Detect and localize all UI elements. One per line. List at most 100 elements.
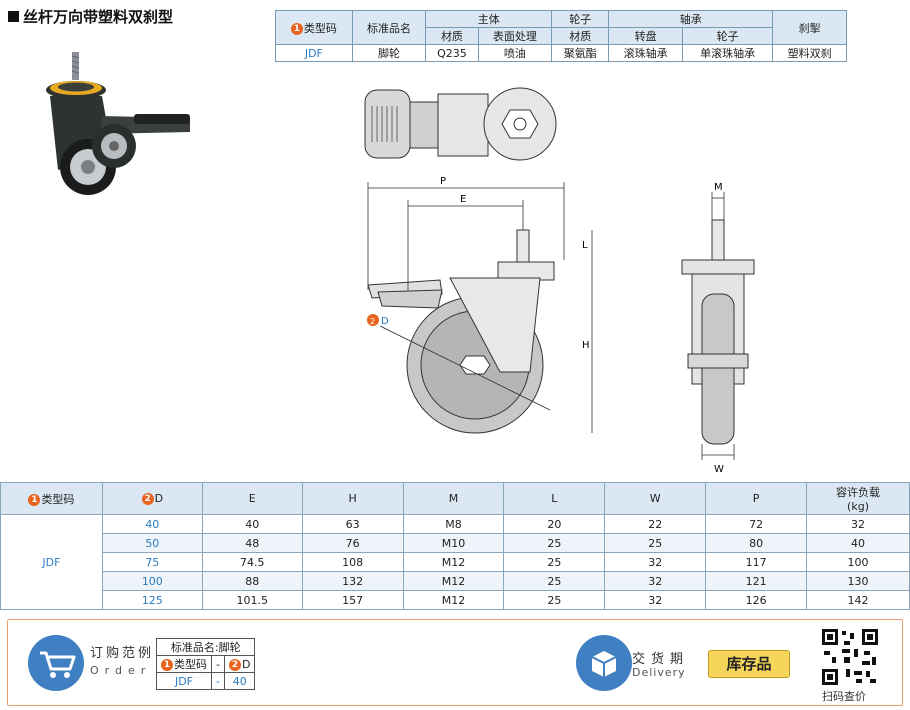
- order-label: 订购范例: [90, 646, 155, 661]
- dims-cell: 25: [503, 590, 606, 610]
- dims-cell: M12: [402, 590, 505, 610]
- dims-cell: 76: [301, 533, 404, 553]
- dims-cell: 63: [301, 514, 404, 534]
- dims-header-e: E: [201, 482, 303, 515]
- dims-cell: 100: [806, 552, 910, 572]
- spec-sub-swivel: 转盘: [608, 27, 684, 45]
- dims-cell-d[interactable]: 75: [101, 552, 203, 572]
- dims-cell: 22: [604, 514, 707, 534]
- page-title-text: 丝杆万向带塑料双刹型: [23, 8, 174, 26]
- delivery-sub: Delivery: [632, 666, 686, 679]
- dims-cell-d[interactable]: 40: [101, 514, 203, 534]
- qr-label: 扫码查价: [822, 690, 866, 703]
- delivery-label: 交货期: [632, 652, 690, 667]
- dims-header-h: H: [301, 482, 404, 515]
- spec-row: JDF 脚轮 Q235 喷油 聚氨酯 滚珠轴承 单滚珠轴承 塑料双刹: [275, 44, 847, 62]
- spec-cell-wheel-material: 聚氨酯: [551, 44, 610, 62]
- spec-sub-wheel-bearing: 轮子: [682, 27, 774, 45]
- dims-cell-d[interactable]: 50: [101, 533, 203, 553]
- label-d-badge: 2: [370, 317, 375, 326]
- dims-cell: M8: [402, 514, 505, 534]
- label-m: M: [714, 182, 723, 193]
- label-l: L: [582, 240, 588, 251]
- spec-sub-surface: 表面处理: [477, 27, 553, 45]
- badge-2-icon: 2: [228, 658, 241, 671]
- label-d: D: [381, 316, 389, 327]
- badge-1-icon: 1: [28, 493, 41, 506]
- order-name-cell: 标准品名:脚轮: [155, 638, 256, 656]
- dims-cell: 101.5: [201, 590, 303, 610]
- dims-cell: 80: [705, 533, 808, 553]
- dims-cell: 108: [301, 552, 404, 572]
- spec-cell-type[interactable]: JDF: [275, 44, 353, 62]
- dims-header-w: W: [604, 482, 707, 515]
- dims-cell: M12: [402, 571, 505, 591]
- dims-cell: 32: [604, 571, 707, 591]
- dims-cell: 117: [705, 552, 808, 572]
- dims-cell-type[interactable]: JDF: [0, 514, 103, 610]
- watermark-logo: [263, 215, 337, 289]
- dims-cell: 32: [806, 514, 910, 534]
- badge-1-icon: 1: [290, 22, 303, 35]
- spec-header-name: 标准品名: [351, 10, 427, 45]
- dims-cell: 20: [503, 514, 606, 534]
- dims-cell: 48: [201, 533, 303, 553]
- top-view: [364, 87, 557, 161]
- dims-cell: M12: [402, 552, 505, 572]
- spec-header-body: 主体: [425, 10, 553, 28]
- spec-header-brake: 刹掣: [772, 10, 847, 45]
- order-sub: Order: [90, 664, 152, 677]
- spec-sub-wheel-material: 材质: [551, 27, 610, 45]
- label-e: E: [460, 194, 466, 205]
- spec-cell-material: Q235: [425, 44, 479, 62]
- dims-cell: 130: [806, 571, 910, 591]
- qr-code-icon[interactable]: [820, 627, 880, 687]
- dims-cell: 32: [604, 552, 707, 572]
- cart-icon: [28, 635, 84, 691]
- dims-cell: 121: [705, 571, 808, 591]
- dims-cell: 25: [503, 552, 606, 572]
- spec-cell-name: 脚轮: [351, 44, 427, 62]
- label-h: H: [582, 340, 590, 351]
- dims-cell: 25: [503, 571, 606, 591]
- dims-cell: 142: [806, 590, 910, 610]
- dims-cell-d[interactable]: 100: [101, 571, 203, 591]
- front-view: [681, 219, 755, 445]
- dims-cell: 157: [301, 590, 404, 610]
- spec-cell-surface: 喷油: [477, 44, 553, 62]
- title-square-icon: [8, 11, 19, 22]
- order-dash-value: -: [211, 672, 225, 690]
- dims-cell: 126: [705, 590, 808, 610]
- spec-header-wheel: 轮子: [551, 10, 610, 28]
- caster-photo: [46, 52, 190, 195]
- dims-cell-d[interactable]: 125: [101, 590, 203, 610]
- dims-header-load: 容许负载(kg): [806, 482, 910, 515]
- spec-header-bearing: 轴承: [608, 10, 774, 28]
- label-p: P: [440, 176, 446, 187]
- badge-2-icon: 2: [141, 493, 154, 505]
- dims-cell: 40: [201, 514, 303, 534]
- dims-cell: 40: [806, 533, 910, 553]
- order-type-value: JDF: [156, 672, 212, 690]
- dims-header-p: P: [705, 482, 808, 515]
- dims-cell: 25: [503, 533, 606, 553]
- spec-cell-swivel: 滚珠轴承: [608, 44, 684, 62]
- dims-cell: 72: [705, 514, 808, 534]
- dimension-lines: [367, 182, 593, 433]
- dims-cell: 25: [604, 533, 707, 553]
- dims-cell: 74.5: [201, 552, 303, 572]
- spec-cell-wheel-bearing: 单滚珠轴承: [682, 44, 774, 62]
- order-dash-cell: -: [211, 655, 225, 673]
